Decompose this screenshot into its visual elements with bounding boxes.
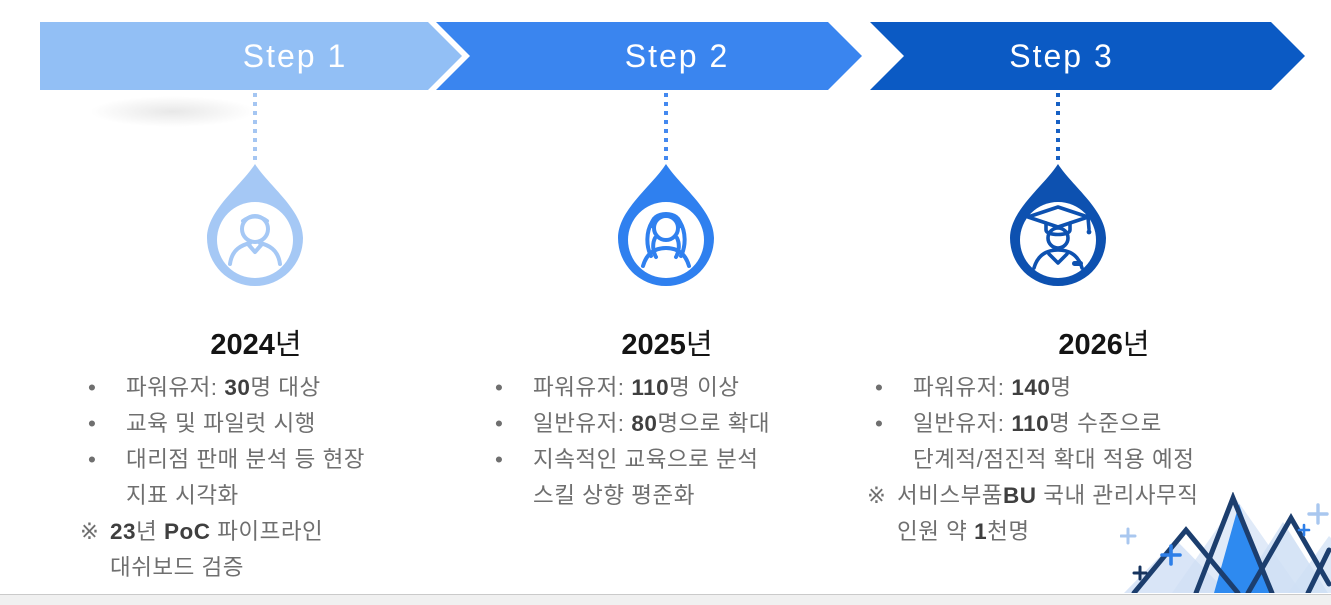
bullet-marker: • — [88, 447, 97, 472]
year-title-2025: 2025년 — [467, 328, 867, 362]
male-user-icon — [228, 214, 282, 266]
plus-icon — [1160, 544, 1182, 566]
note-marker: ※ — [867, 483, 887, 508]
bright-mountain — [1214, 504, 1270, 593]
connector-dots-2 — [664, 93, 668, 161]
milestone-pin-3 — [1002, 162, 1114, 290]
note-marker: ※ — [80, 519, 100, 544]
plus-icon — [1307, 503, 1329, 525]
bullet-item: • 일반유저: 80명으로 확대 — [477, 406, 877, 442]
bullet-marker: • — [495, 375, 504, 400]
year-suffix: 년 — [1122, 329, 1150, 361]
connector-dots-1 — [253, 93, 257, 161]
banner-step-3: Step 3 — [870, 22, 1305, 90]
item-text: 파워유저: 110명 이상 — [533, 375, 740, 400]
step-3-label: Step 3 — [1009, 37, 1114, 74]
navy-peak-line — [1131, 526, 1241, 593]
year-suffix: 년 — [274, 329, 302, 361]
bullet-item: • 교육 및 파일럿 시행 — [70, 406, 450, 442]
year-number: 2024 — [210, 329, 275, 361]
year-title-2024: 2024년 — [66, 328, 446, 362]
banner-step-2: Step 2 — [436, 22, 862, 90]
bullet-item: • 파워유저: 110명 이상 — [477, 370, 877, 406]
item-text: 교육 및 파일럿 시행 — [126, 411, 316, 436]
connector-dots-3 — [1056, 93, 1060, 161]
bullet-marker: • — [88, 411, 97, 436]
bullet-item: • 파워유저: 140명 — [857, 370, 1307, 406]
navy-peak-line — [1245, 512, 1331, 593]
bullet-item: • 파워유저: 30명 대상 — [70, 370, 450, 406]
pin-inner-circle — [1020, 202, 1096, 278]
navy-peak-line — [1193, 492, 1275, 593]
banner-shadow — [55, 94, 290, 138]
year-suffix: 년 — [685, 329, 713, 361]
step-1-items: • 파워유저: 30명 대상 • 교육 및 파일럿 시행 • 대리점 판매 분석 등 현장… — [70, 370, 450, 586]
light-mountain — [1288, 536, 1331, 593]
item-text: 일반유저: 80명으로 확대 — [533, 411, 771, 436]
year-title-2026: 2026년 — [879, 328, 1329, 362]
bullet-marker: • — [495, 411, 504, 436]
step-2-label: Step 2 — [624, 37, 730, 74]
step-2-details: 2025년 • 파워유저: 110명 이상 • 일반유저: 80명으로 확대 • 지속적인… — [477, 328, 877, 514]
year-number: 2025 — [621, 329, 686, 361]
bottom-bar — [0, 594, 1331, 605]
female-user-icon — [641, 212, 691, 268]
plus-icon — [1120, 527, 1137, 545]
bullet-marker: • — [495, 447, 504, 472]
bullet-marker: • — [875, 411, 884, 436]
banner-step-1: Step 1 — [40, 22, 462, 90]
mountain-decoration — [1120, 492, 1331, 593]
bullet-marker: • — [88, 375, 97, 400]
step-1-details: 2024년 • 파워유저: 30명 대상 • 교육 및 파일럿 시행 • 대리점 판매 분… — [70, 328, 450, 586]
item-text: 파워유저: 30명 대상 — [126, 375, 321, 400]
plus-icon — [1132, 565, 1148, 581]
navy-peak-line — [1305, 547, 1331, 593]
step-2-items: • 파워유저: 110명 이상 • 일반유저: 80명으로 확대 • 지속적인 교육으로 … — [477, 370, 877, 514]
bullet-marker: • — [875, 375, 884, 400]
milestone-pin-2 — [610, 162, 722, 290]
graduate-icon — [1026, 205, 1092, 270]
step-1-label: Step 1 — [242, 37, 348, 74]
plus-icon — [1297, 523, 1311, 537]
item-text: 파워유저: 140명 — [913, 375, 1072, 400]
milestone-pin-1 — [199, 162, 311, 290]
year-number: 2026 — [1058, 329, 1123, 361]
